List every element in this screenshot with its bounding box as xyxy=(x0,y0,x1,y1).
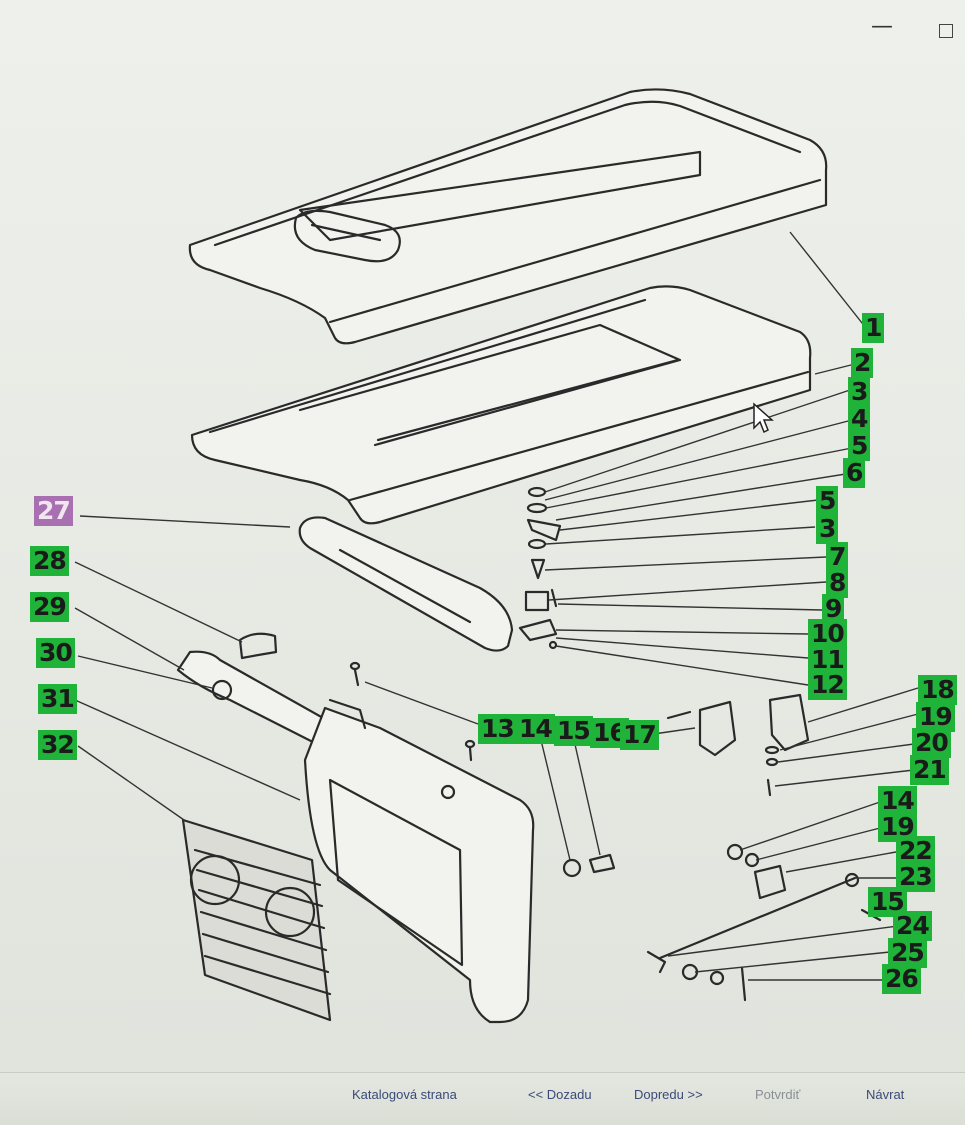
confirm-button[interactable]: Potvrdiť xyxy=(755,1087,801,1102)
part-label-26[interactable]: 26 xyxy=(882,964,921,994)
part-label-3b[interactable]: 3 xyxy=(816,514,839,544)
part-label-4[interactable]: 4 xyxy=(848,404,871,434)
part-label-31[interactable]: 31 xyxy=(38,684,77,714)
part-label-6[interactable]: 6 xyxy=(843,458,866,488)
part-label-21[interactable]: 21 xyxy=(910,755,949,785)
back-button[interactable]: << Dozadu xyxy=(528,1087,592,1102)
forward-button[interactable]: Dopredu >> xyxy=(634,1087,703,1102)
base-frame-part xyxy=(176,632,535,1024)
window-controls: — xyxy=(871,14,953,39)
part-label-5b[interactable]: 5 xyxy=(816,486,839,516)
top-cover-part xyxy=(188,88,828,345)
pin-bolt-group xyxy=(349,661,737,878)
part-label-7[interactable]: 7 xyxy=(826,542,849,572)
part-label-14b[interactable]: 14 xyxy=(878,786,917,816)
bottom-navigation-bar: Katalogová strana << Dozadu Dopredu >> P… xyxy=(0,1072,965,1125)
maximize-button[interactable] xyxy=(939,23,953,38)
catalog-page-button[interactable]: Katalogová strana xyxy=(352,1087,457,1102)
part-label-19[interactable]: 19 xyxy=(916,702,955,732)
leader-lines xyxy=(74,231,919,981)
part-label-29[interactable]: 29 xyxy=(30,592,69,622)
part-label-20[interactable]: 20 xyxy=(912,728,951,758)
minimize-button[interactable]: — xyxy=(871,14,893,39)
part-label-27-selected[interactable]: 27 xyxy=(34,496,73,526)
part-label-1[interactable]: 1 xyxy=(862,313,885,343)
part-label-25[interactable]: 25 xyxy=(888,938,927,968)
exploded-parts-diagram xyxy=(74,88,919,1024)
part-label-12[interactable]: 12 xyxy=(808,670,847,700)
part-label-10[interactable]: 10 xyxy=(808,619,847,649)
part-label-28[interactable]: 28 xyxy=(30,546,69,576)
return-button[interactable]: Návrat xyxy=(866,1087,905,1102)
part-label-15[interactable]: 15 xyxy=(554,716,593,746)
part-label-22[interactable]: 22 xyxy=(896,836,935,866)
part-label-3[interactable]: 3 xyxy=(848,377,871,407)
part-label-2[interactable]: 2 xyxy=(851,348,874,378)
side-strip-part xyxy=(298,516,514,652)
part-label-13[interactable]: 13 xyxy=(478,714,517,744)
part-label-32[interactable]: 32 xyxy=(38,730,77,760)
grille-part xyxy=(181,818,332,1022)
part-label-17[interactable]: 17 xyxy=(620,720,659,750)
part-label-8[interactable]: 8 xyxy=(826,568,849,598)
part-label-30[interactable]: 30 xyxy=(36,638,75,668)
part-label-9[interactable]: 9 xyxy=(822,594,845,624)
part-label-5[interactable]: 5 xyxy=(848,431,871,461)
inner-panel-part xyxy=(190,285,812,525)
part-label-24[interactable]: 24 xyxy=(893,911,932,941)
part-label-14[interactable]: 14 xyxy=(516,714,555,744)
mouse-cursor-icon xyxy=(753,402,774,434)
part-label-18[interactable]: 18 xyxy=(918,675,957,705)
hinge-fastener-stack xyxy=(518,486,562,650)
